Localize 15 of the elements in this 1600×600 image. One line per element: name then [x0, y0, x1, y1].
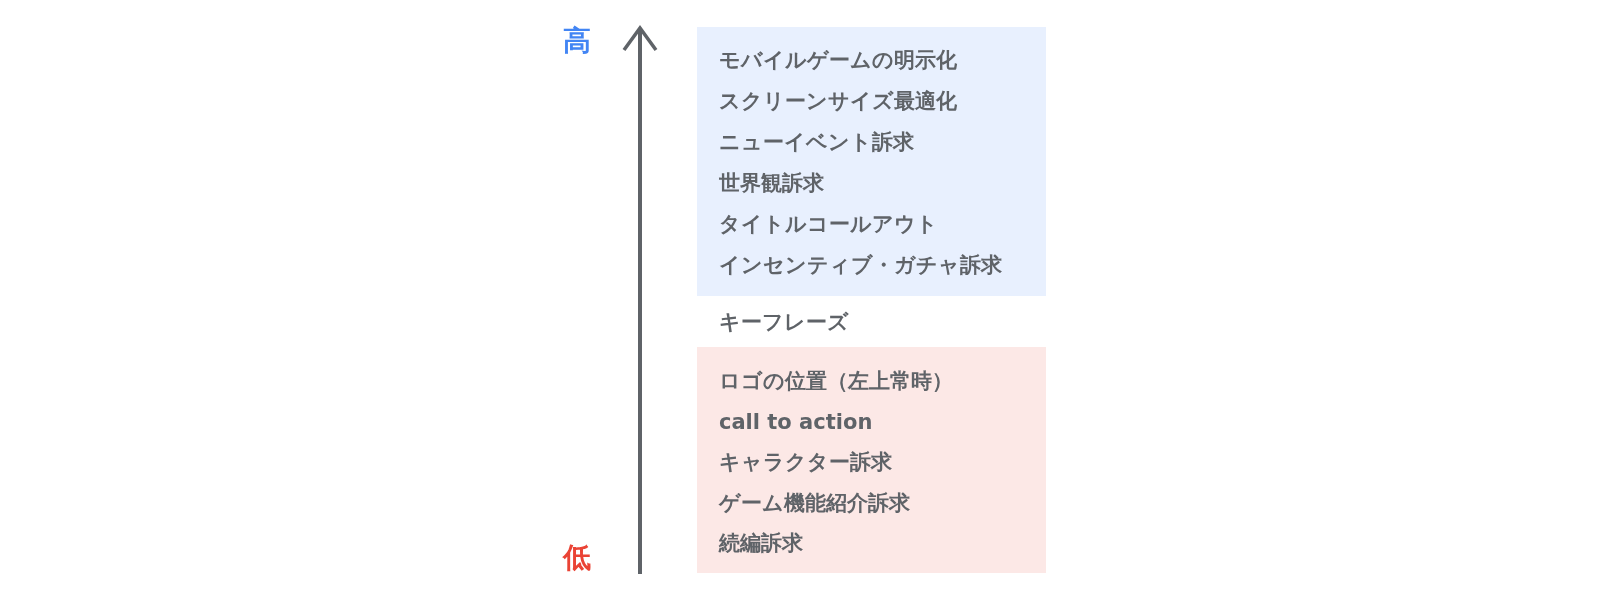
row-heading: キーフレーズ [719, 312, 849, 333]
phrase-text: スクリーンサイズ最適化 [719, 88, 957, 114]
phrase-text: インセンティブ・ガチャ訴求 [719, 252, 1002, 278]
phrase-text: タイトルコールアウト [719, 211, 938, 237]
phrase-text: ゲーム機能紹介訴求 [719, 489, 910, 516]
phrase-text: call to action [719, 408, 873, 435]
phrase-text: モバイルゲームの明示化 [719, 47, 957, 73]
phrase-panel [697, 347, 1046, 573]
axis-label: 高 [563, 27, 591, 55]
axis-label: 低 [563, 544, 591, 572]
phrase-text: 世界観訴求 [719, 170, 824, 196]
phrase-text: ロゴの位置（左上常時） [719, 368, 953, 394]
phrase-text: 続編訴求 [719, 530, 803, 556]
phrase-text: ニューイベント訴求 [719, 129, 914, 155]
phrase-text: キャラクター訴求 [719, 449, 892, 475]
